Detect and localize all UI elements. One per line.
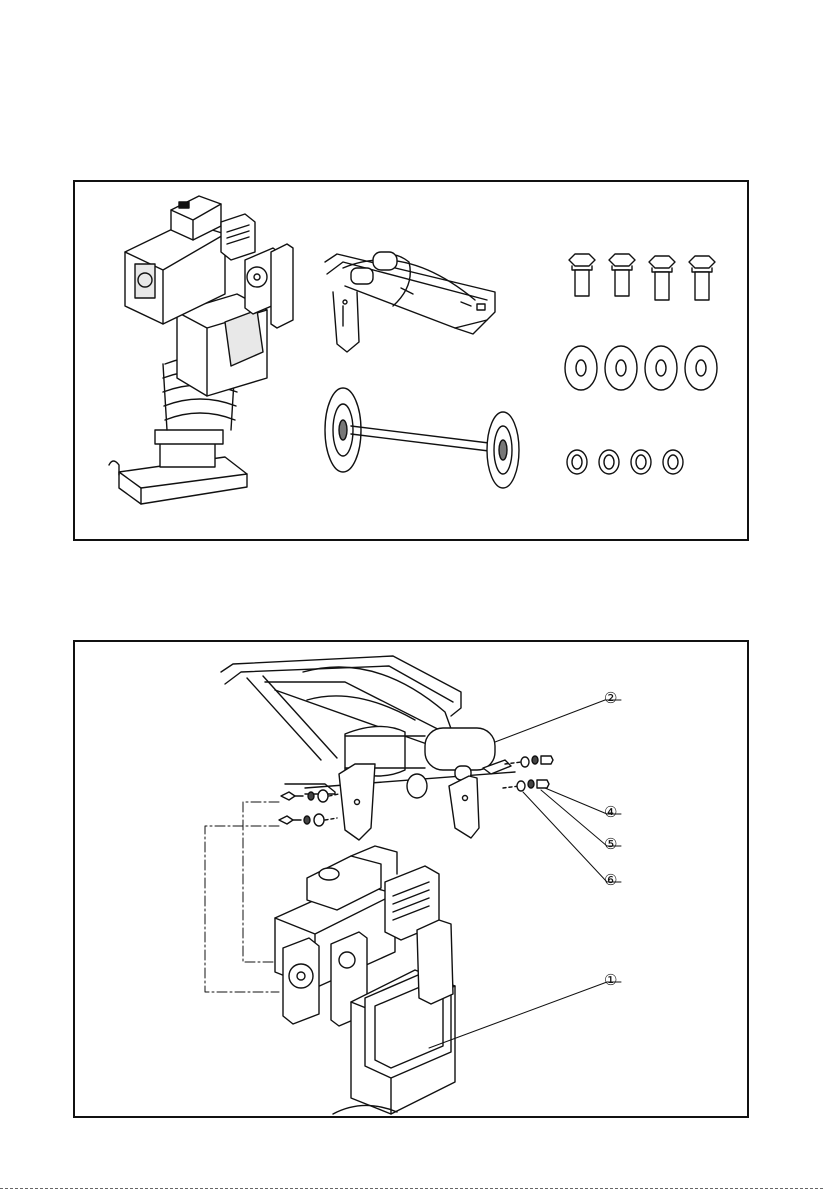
right-fasteners-illustration (503, 756, 553, 791)
rammer-machine-assembly-illustration (275, 846, 455, 1114)
handle-assembly-illustration (221, 656, 515, 840)
wheel-axle-illustration (325, 388, 519, 488)
bolts-illustration (569, 254, 715, 300)
page-bottom-rule (0, 1188, 823, 1189)
assembly-figure: ② ④ ⑤ ⑥ ① (73, 640, 749, 1118)
callout-1: ① (604, 974, 617, 989)
flat-washers-illustration (565, 346, 717, 390)
parts-kit-drawing (75, 182, 747, 539)
spring-washers-illustration (567, 450, 683, 474)
assembly-drawing (75, 642, 747, 1116)
left-fasteners-illustration (279, 790, 339, 826)
callout-2: ② (604, 692, 617, 707)
callout-6: ⑥ (604, 874, 617, 889)
alignment-guides (205, 802, 279, 992)
callout-4: ④ (604, 806, 617, 821)
rammer-machine-illustration (109, 196, 293, 504)
parts-kit-figure (73, 180, 749, 541)
callout-5: ⑤ (604, 838, 617, 853)
handle-illustration (325, 252, 495, 352)
